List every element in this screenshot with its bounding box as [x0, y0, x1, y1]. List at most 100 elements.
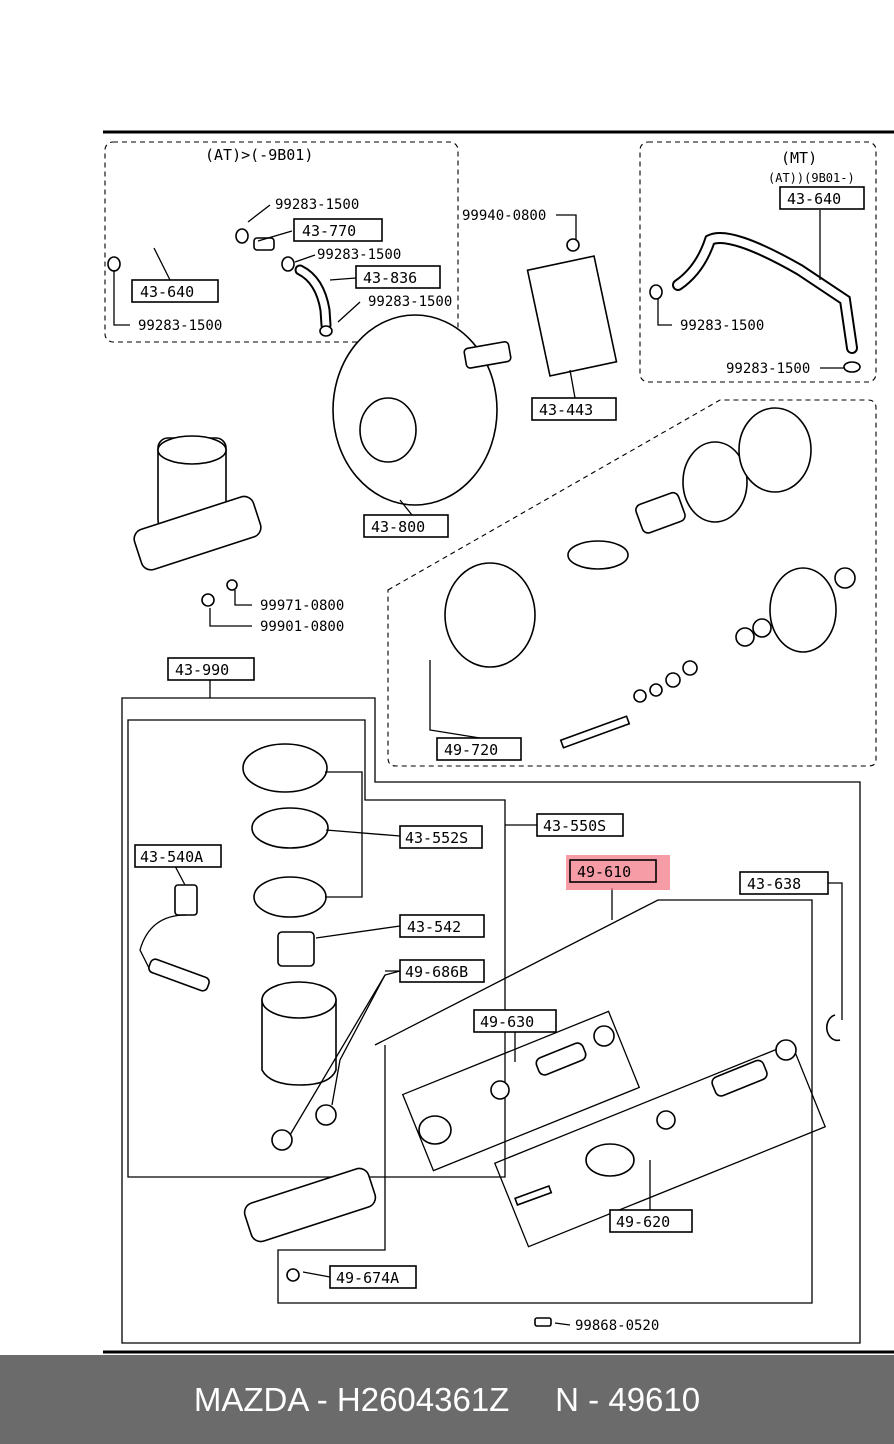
hose-at-2-inner [296, 266, 330, 329]
booster-pushrod [463, 340, 512, 369]
secondary-cup [656, 1110, 676, 1130]
assembly-43-550s-frame [127, 719, 506, 1178]
label-99901-0800: 99901-0800 [260, 619, 344, 635]
svg-text:49-620: 49-620 [616, 1213, 670, 1231]
reservoir-cap [242, 743, 328, 793]
label-43-638: 43-638 [739, 871, 829, 895]
label-99283-1500-d: 99283-1500 [138, 318, 222, 334]
mt-group-frame [639, 141, 877, 383]
label-43-542: 43-542 [399, 914, 485, 938]
svg-text:43-552S: 43-552S [405, 829, 468, 847]
label-99283-1500-c: 99283-1500 [368, 294, 452, 310]
at-variant-header: (AT)>(-9B01) [205, 146, 313, 164]
secondary-piston [711, 1059, 768, 1097]
svg-text:49-630: 49-630 [480, 1013, 534, 1031]
leader-99283-c [337, 301, 361, 323]
leader-49-720 [429, 660, 481, 739]
at-group-frame [104, 141, 459, 343]
leader-99283-d [113, 270, 130, 326]
clamp-at-1 [107, 256, 121, 272]
svg-text:43-640: 43-640 [787, 190, 841, 208]
fluid-level-sensor [148, 958, 210, 992]
label-49-674a: 49-674A [329, 1265, 417, 1289]
reservoir-clip [277, 931, 315, 967]
kit-seal-3 [665, 672, 681, 688]
leader-99971 [234, 590, 252, 606]
leader-99283-b [294, 254, 316, 263]
kit-rod [559, 715, 631, 749]
reservoir-cap-upper [157, 435, 227, 465]
leader-99901 [209, 608, 252, 627]
label-99283-1500-a: 99283-1500 [275, 197, 359, 213]
leader-43-552s [325, 771, 363, 898]
fluid-level-connector [174, 884, 198, 916]
mt-variant-header: (MT) [781, 149, 817, 167]
kit-seal-7 [834, 567, 856, 589]
kit-49-630-frame [401, 1010, 641, 1172]
svg-text:43-800: 43-800 [371, 518, 425, 536]
svg-text:43-550S: 43-550S [543, 817, 606, 835]
stop-bolt [514, 1184, 553, 1206]
label-99283-1500-e: 99283-1500 [680, 318, 764, 334]
fluid-level-wire [139, 914, 187, 971]
mt-variant-sub: (AT))(9B01-) [768, 171, 855, 185]
kit-seal-5 [735, 627, 755, 647]
svg-text:49-674A: 49-674A [336, 1269, 399, 1287]
master-cylinder-lower [243, 1167, 377, 1243]
svg-text:49-610: 49-610 [577, 863, 631, 881]
leader-49-686b-2 [289, 974, 386, 1136]
primary-seal [593, 1025, 615, 1047]
grommet-1 [271, 1129, 293, 1151]
leader-43-800 [399, 499, 413, 516]
leader-99283-e [657, 298, 672, 326]
label-43-990: 43-990 [167, 657, 255, 681]
leader-49-674a [302, 1271, 331, 1278]
reservoir-tank [261, 999, 337, 1086]
svg-text:43-640: 43-640 [140, 283, 194, 301]
label-43-640-right: 43-640 [779, 186, 865, 210]
svg-text:49-686B: 49-686B [405, 963, 468, 981]
label-43-443: 43-443 [531, 397, 617, 421]
booster-kit-body [444, 562, 536, 668]
clamp-at-3 [281, 256, 295, 272]
washer-upper-1 [201, 593, 215, 607]
leader-43-770 [257, 230, 293, 242]
secondary-spring [585, 1143, 635, 1177]
reservoir-seal-ring [253, 876, 327, 918]
screw-99868 [534, 1317, 552, 1327]
booster-gasket [526, 255, 618, 377]
kit-plate [769, 567, 837, 653]
kit-spring [567, 540, 629, 570]
part-number-footer: MAZDA - H2604361Z N - 49610 [0, 1355, 894, 1444]
svg-text:43-770: 43-770 [302, 222, 356, 240]
primary-cup [490, 1080, 510, 1100]
leader-43-542 [315, 925, 401, 939]
svg-text:43-638: 43-638 [747, 875, 801, 893]
washer-upper-2 [226, 579, 238, 591]
clamp-mt-2 [843, 361, 861, 373]
label-43-552s: 43-552S [399, 825, 483, 849]
assembly-43-990-frame [121, 697, 861, 1344]
clamp-at-4 [319, 325, 333, 337]
reservoir-tank-top [261, 981, 337, 1019]
svg-text:43-990: 43-990 [175, 661, 229, 679]
primary-spring [418, 1115, 452, 1145]
leader-99940 [556, 214, 577, 240]
label-43-800: 43-800 [363, 514, 449, 538]
label-99283-1500-f: 99283-1500 [726, 361, 810, 377]
svg-text:43-836: 43-836 [363, 269, 417, 287]
brake-booster [332, 314, 498, 506]
label-99971-0800: 99971-0800 [260, 598, 344, 614]
kit-valve [635, 491, 686, 534]
leader-43-540a [174, 865, 186, 886]
booster-face [359, 397, 417, 463]
kit-diaphragm-2 [738, 407, 812, 493]
svg-text:43-443: 43-443 [539, 401, 593, 419]
label-43-770: 43-770 [293, 218, 383, 242]
svg-text:43-542: 43-542 [407, 918, 461, 936]
clamp-at-2 [235, 228, 249, 244]
kit-diaphragm-1 [682, 441, 748, 523]
secondary-seal [775, 1039, 797, 1061]
leader-43-552s-mid [325, 829, 401, 837]
leader-43-443 [569, 369, 576, 399]
